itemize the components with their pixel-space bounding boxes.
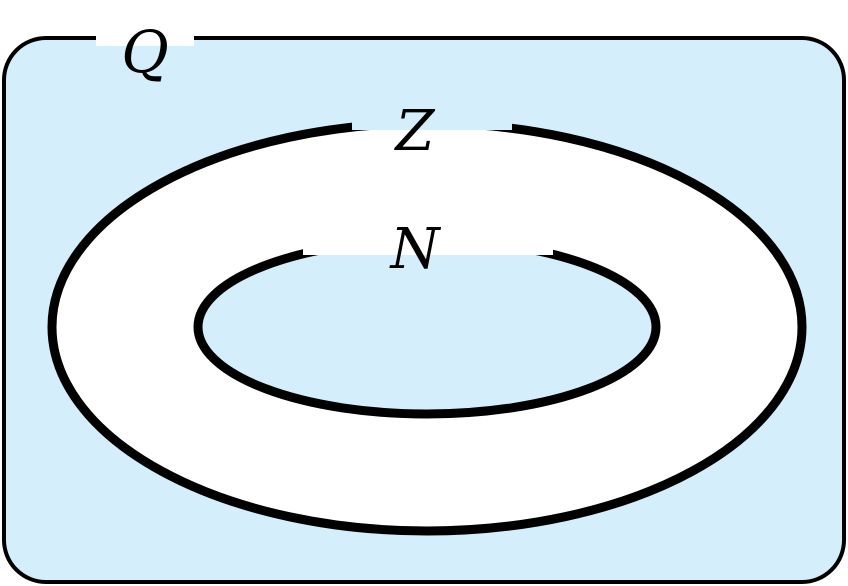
set-n-label: N	[389, 217, 442, 282]
set-z-label-gap	[352, 116, 512, 130]
set-n-label-gap	[303, 233, 553, 255]
set-q-label-gap	[96, 30, 194, 46]
set-q-label: Q	[121, 18, 169, 86]
set-z-label: Z	[394, 99, 436, 164]
